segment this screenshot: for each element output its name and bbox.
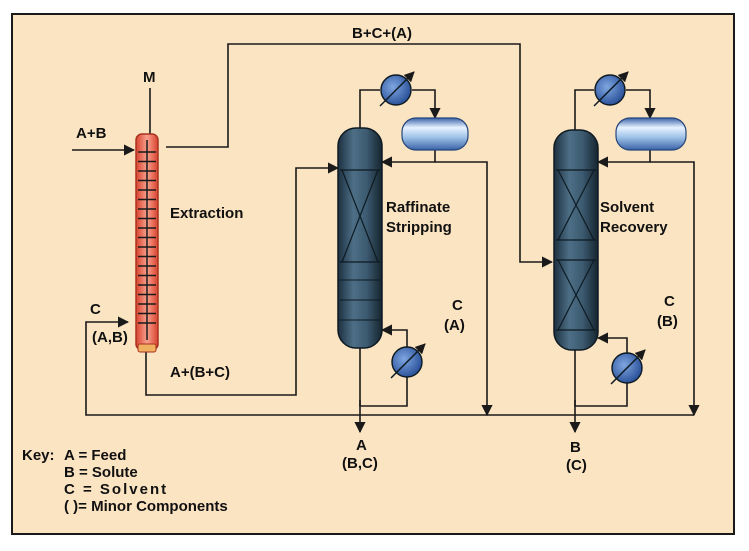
stream-label-top: B+C+(A) (352, 25, 412, 42)
product-a-minor-label: (B,C) (342, 455, 378, 472)
solvent-recycle-line (650, 161, 700, 417)
product-b-minor-label: (C) (566, 457, 587, 474)
raffinate-condensate-line (412, 89, 441, 120)
stream-label-ab-minor: (A,B) (92, 329, 128, 346)
raffinate-solvent-line (435, 161, 493, 417)
stream-label-c-right-minor: (B) (657, 313, 678, 330)
raffinate-reboiler-return (380, 324, 408, 348)
solvent-reboiler-return (596, 332, 628, 354)
raffinate-stripping-column (337, 127, 383, 349)
stream-label-abc: A+(B+C) (170, 364, 230, 381)
key-line: A = Feed (64, 447, 126, 464)
solvent-label-line2: Recovery (600, 219, 668, 236)
extraction-column (135, 133, 159, 353)
stream-label-m: M (143, 69, 156, 86)
solvent-condensate-line (626, 89, 656, 120)
stream-line-raffinate (145, 162, 340, 396)
raffinate-label-line1: Raffinate (386, 199, 450, 216)
heat-exchanger-icon (593, 71, 629, 107)
extraction-label: Extraction (170, 205, 243, 222)
stream-label-c-left: C (90, 301, 101, 318)
raffinate-reflux-line (359, 89, 380, 128)
heat-exchanger-icon (390, 343, 426, 379)
stream-label-ab: A+B (76, 125, 107, 142)
heat-exchanger-icon (379, 71, 415, 107)
solvent-label-line1: Solvent (600, 199, 654, 216)
stream-label-c-mid-minor: (A) (444, 317, 465, 334)
key-line: C = Solvent (64, 481, 168, 498)
solvent-reboiler-line (574, 344, 628, 407)
key-title: Key: (22, 447, 55, 464)
stream-label-c-right: C (664, 293, 675, 310)
reflux-drum-icon (615, 117, 687, 151)
solvent-reflux-line (574, 89, 594, 130)
solvent-recycle-header (85, 316, 694, 416)
raffinate-label-line2: Stripping (386, 219, 452, 236)
stream-label-c-mid: C (452, 297, 463, 314)
product-a-label: A (356, 437, 367, 454)
raffinate-reboiler-line (359, 344, 408, 407)
stream-line-extract (166, 43, 554, 268)
heat-exchanger-icon (610, 349, 646, 385)
reflux-drum-icon (401, 117, 469, 151)
key-line: ( )= Minor Components (64, 498, 228, 515)
product-b-label: B (570, 439, 581, 456)
solvent-recovery-column (553, 129, 599, 351)
key-line: B = Solute (64, 464, 138, 481)
